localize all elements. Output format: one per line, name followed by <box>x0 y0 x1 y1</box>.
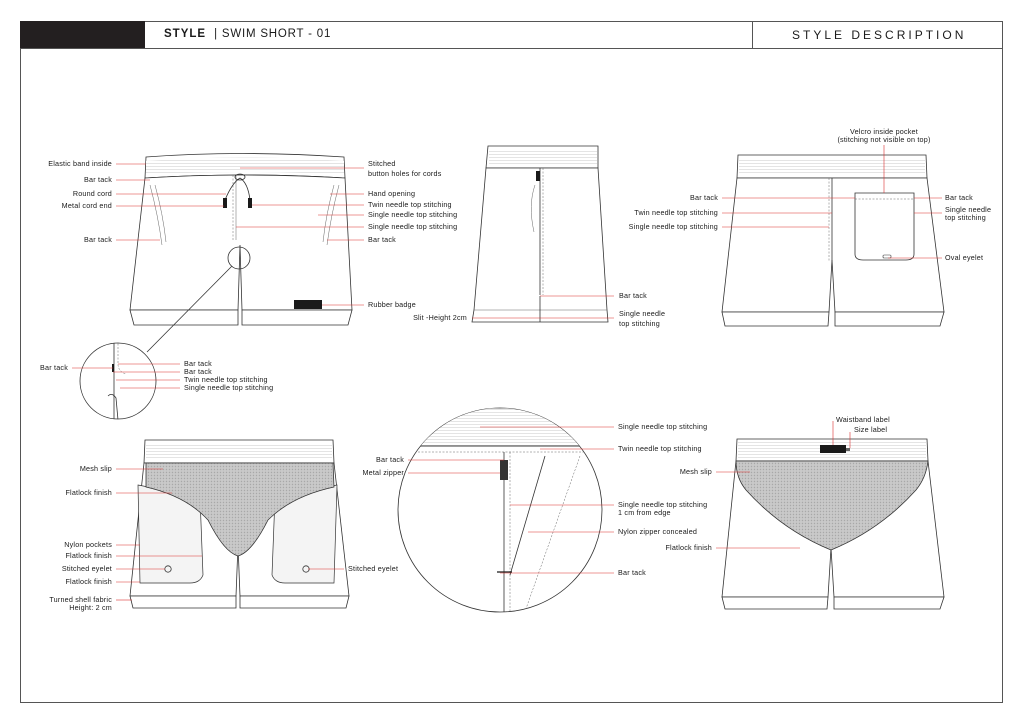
label-metal-zipper: Metal zipper <box>362 468 404 477</box>
label-twin-needle: Twin needle top stitching <box>184 375 268 384</box>
label-single-needle: Single needle top stitching <box>368 222 457 231</box>
label-single-needle: Single needle top stitching <box>618 500 707 509</box>
label-waistband-label: Waistband label <box>836 415 890 424</box>
label-single-needle: Single needle top stitching <box>368 210 457 219</box>
label-flatlock-finish: Flatlock finish <box>665 543 712 552</box>
zipper-detail-drawing <box>397 407 603 613</box>
label-bar-tack: Bar tack <box>690 193 718 202</box>
label-stitched-eyelet: Stitched eyelet <box>348 564 398 573</box>
label-rubber-badge: Rubber badge <box>368 300 416 309</box>
label-bar-tack: Bar tack <box>376 455 404 464</box>
label-metal-cord-end: Metal cord end <box>62 201 112 210</box>
label-bar-tack: Bar tack <box>184 367 212 376</box>
label-button-holes: button holes for cords <box>368 169 442 178</box>
back-view-drawing <box>721 154 945 327</box>
label-single-needle: Single needle top stitching <box>629 222 718 231</box>
label-single-needle: Single needle top stitching <box>184 383 273 392</box>
label-bar-tack: Bar tack <box>619 291 647 300</box>
inside-front-view-drawing <box>129 439 350 609</box>
callout-lines <box>72 145 942 601</box>
label-bar-tack: Bar tack <box>618 568 646 577</box>
front-view-drawing <box>129 153 353 353</box>
label-mesh-slip: Mesh slip <box>680 467 712 476</box>
style-name: | SWIM SHORT - 01 <box>214 28 332 40</box>
label-flatlock-finish: Flatlock finish <box>65 551 112 560</box>
label-slit-height: Slit -Height 2cm <box>413 313 467 322</box>
label-bar-tack: Bar tack <box>84 175 112 184</box>
side-view-drawing <box>471 145 609 323</box>
label-oval-eyelet: Oval eyelet <box>945 253 983 262</box>
label-stitched-eyelet: Stitched eyelet <box>62 564 112 573</box>
bar-tack-detail-drawing <box>79 342 157 420</box>
label-elastic-band: Elastic band inside <box>48 159 112 168</box>
label-flatlock-finish: Flatlock finish <box>65 577 112 586</box>
label-turned-shell: Turned shell fabric <box>49 595 112 604</box>
label-from-edge: 1 cm from edge <box>618 508 671 517</box>
label-bar-tack: Bar tack <box>84 235 112 244</box>
label-mesh-slip: Mesh slip <box>80 464 112 473</box>
label-bar-tack: Bar tack <box>368 235 396 244</box>
label-flatlock-finish: Flatlock finish <box>65 488 112 497</box>
label-top-stitching: top stitching <box>945 213 986 222</box>
style-title: STYLE | SWIM SHORT - 01 <box>164 28 331 40</box>
label-bar-tack: Bar tack <box>184 359 212 368</box>
label-size-label: Size label <box>854 425 887 434</box>
style-description-label: STYLE DESCRIPTION <box>792 28 967 42</box>
style-label: STYLE <box>164 28 207 40</box>
inside-back-view-drawing <box>721 438 945 610</box>
label-twin-needle: Twin needle top stitching <box>368 200 452 209</box>
label-nylon-zipper: Nylon zipper concealed <box>618 527 697 536</box>
label-single-needle: Single needle <box>945 205 991 214</box>
header-divider <box>752 21 753 48</box>
label-twin-needle: Twin needle top stitching <box>634 208 718 217</box>
label-stitched: Stitched <box>368 159 396 168</box>
label-nylon-pockets: Nylon pockets <box>64 540 112 549</box>
tech-pack-sheet <box>20 21 1003 703</box>
label-velcro-pocket: Velcro inside pocket <box>850 127 918 136</box>
label-round-cord: Round cord <box>73 189 112 198</box>
label-top-stitching: top stitching <box>619 319 660 328</box>
label-bar-tack: Bar tack <box>945 193 973 202</box>
label-single-needle: Single needle <box>619 309 665 318</box>
label-twin-needle: Twin needle top stitching <box>618 444 702 453</box>
label-bar-tack: Bar tack <box>40 363 68 372</box>
label-height: Height: 2 cm <box>69 603 112 612</box>
header-brand-block <box>20 21 145 48</box>
label-single-needle: Single needle top stitching <box>618 422 707 431</box>
label-hand-opening: Hand opening <box>368 189 415 198</box>
header-bar: STYLE | SWIM SHORT - 01 STYLE DESCRIPTIO… <box>20 21 1003 49</box>
label-velcro-note: (stitching not visible on top) <box>837 135 930 144</box>
